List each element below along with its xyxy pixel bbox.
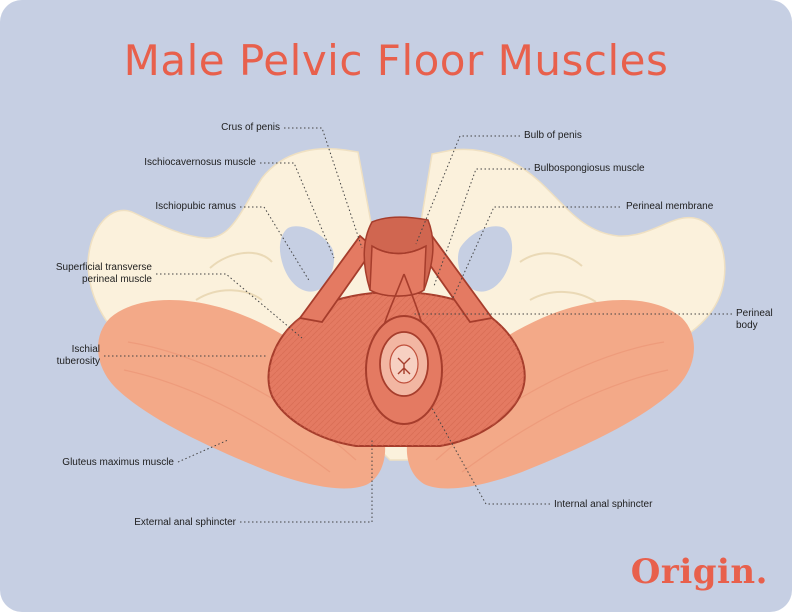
- label-superficial-transverse-line1: Superficial transverse: [55, 262, 152, 273]
- label-ischiocavernosus-muscle: Ischiocavernosus muscle: [144, 157, 256, 168]
- obturator-foramen-left: [279, 226, 335, 292]
- label-superficial-transverse-line2: perineal muscle: [81, 274, 152, 285]
- anal-canal: [397, 357, 411, 375]
- label-internal-anal-sphincter: Internal anal sphincter: [554, 499, 653, 510]
- origin-logo: Origin.: [630, 552, 768, 592]
- label-crus-of-penis: Crus of penis: [221, 122, 280, 133]
- label-bulb-of-penis: Bulb of penis: [524, 130, 582, 141]
- obturator-foramen-right: [457, 226, 513, 292]
- label-gluteus-maximus-muscle: Gluteus maximus muscle: [62, 457, 174, 468]
- diagram-title: Male Pelvic Floor Muscles: [123, 36, 669, 85]
- label-perineal-body-line2: body: [736, 320, 758, 331]
- label-bulbospongiosus-muscle: Bulbospongiosus muscle: [534, 163, 645, 174]
- label-perineal-membrane: Perineal membrane: [626, 201, 714, 212]
- label-external-anal-sphincter: External anal sphincter: [134, 517, 236, 528]
- label-ischial-tuberosity-line2: tuberosity: [56, 356, 100, 367]
- gluteus-maximus-right: [406, 299, 694, 489]
- leader-lines: [104, 127, 732, 523]
- gluteus-maximus-left: [98, 299, 386, 489]
- label-perineal-body-line1: Perineal: [736, 308, 773, 319]
- label-ischial-tuberosity-line1: Ischial: [71, 344, 100, 355]
- bone-contours: [195, 251, 597, 303]
- label-ischiopubic-ramus: Ischiopubic ramus: [155, 201, 236, 212]
